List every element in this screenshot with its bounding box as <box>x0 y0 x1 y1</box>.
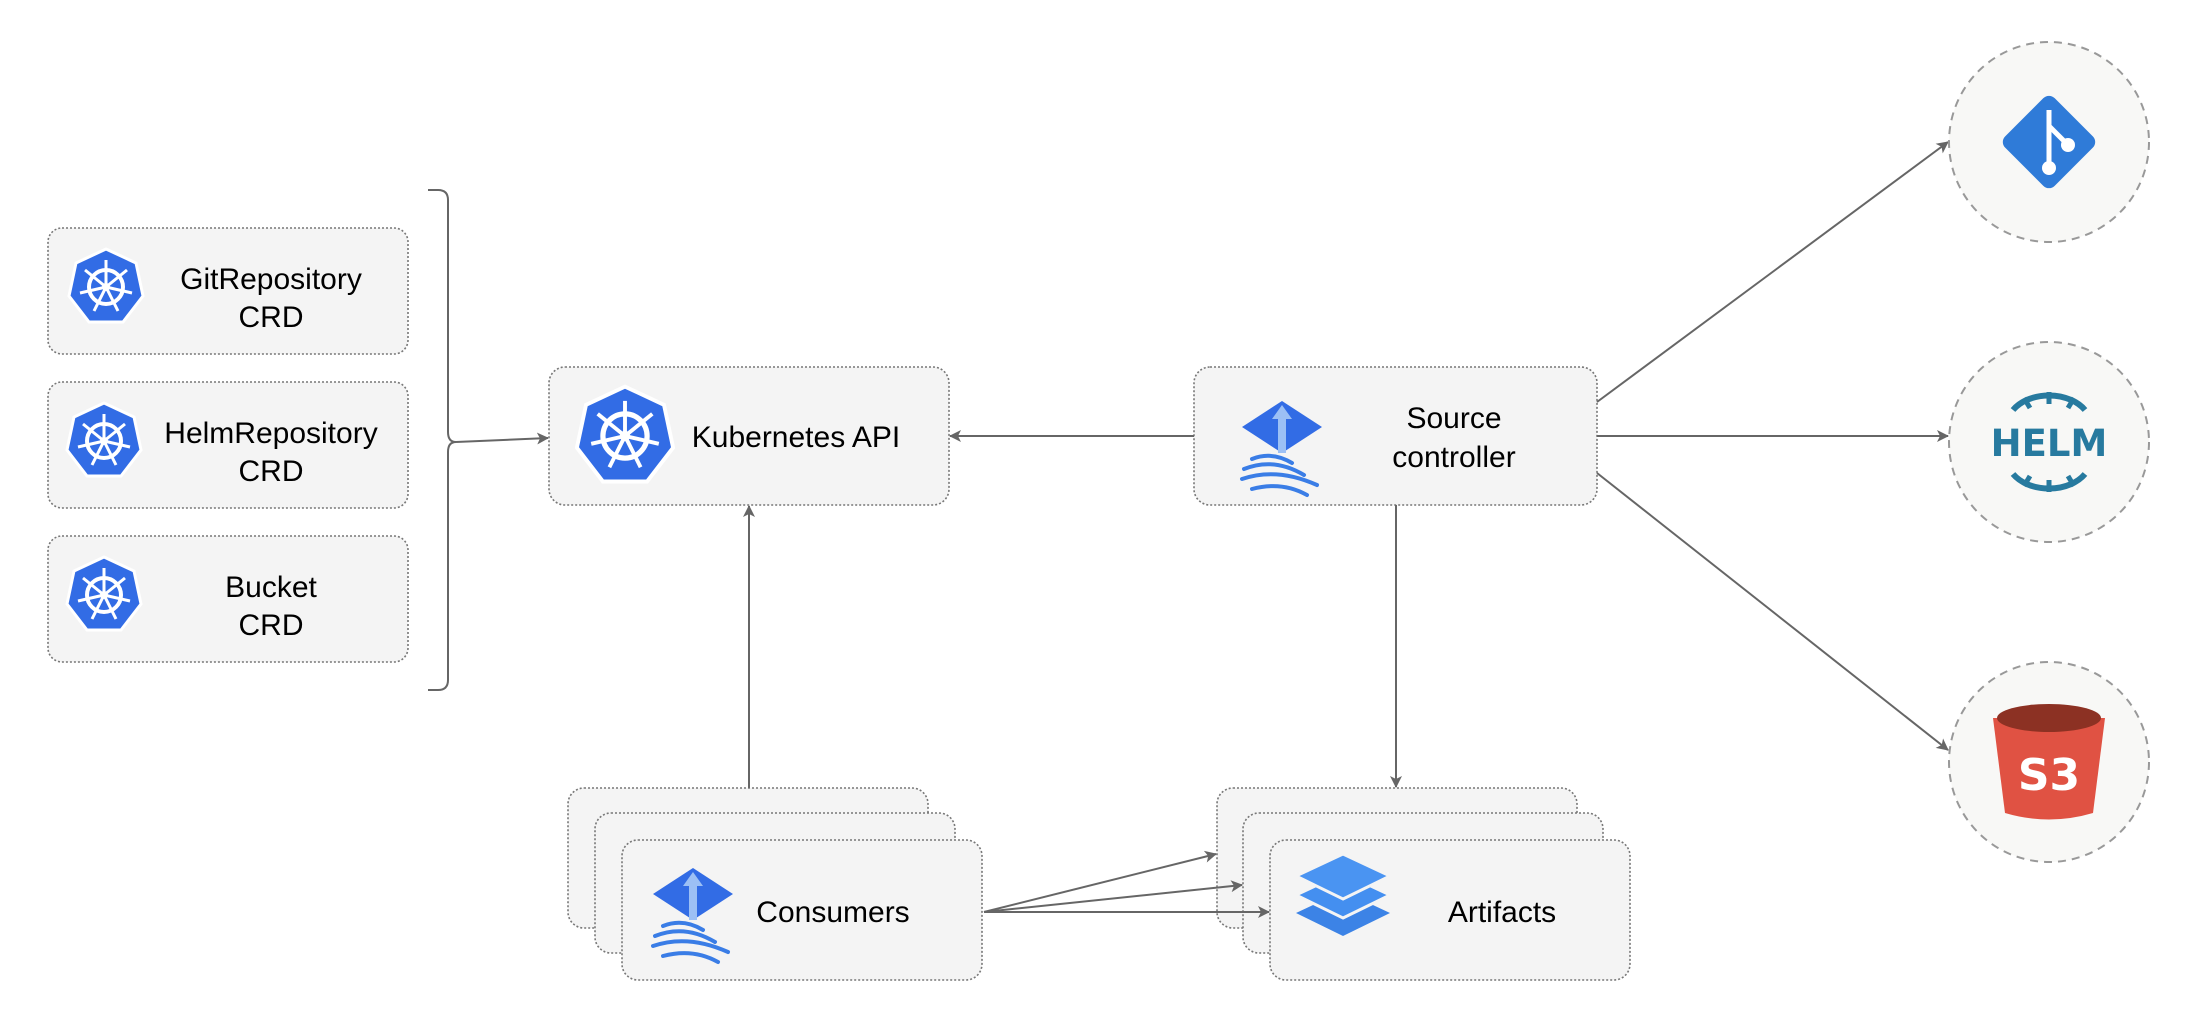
helm-icon: HELM <box>1991 392 2108 492</box>
crd-box-helmrepository[interactable]: HelmRepository CRD <box>47 381 409 509</box>
source-controller-sublabel: controller <box>1392 441 1515 474</box>
edge-consumers-to-artifacts-1 <box>983 850 1217 913</box>
kubernetes-api-node[interactable]: Kubernetes API <box>548 366 950 506</box>
crd-box-gitrepository[interactable]: GitRepository CRD <box>47 227 409 355</box>
crd-label: HelmRepository <box>164 417 377 450</box>
consumers-node[interactable]: Consumers <box>567 787 983 981</box>
s3-source[interactable]: S3 <box>1948 661 2150 863</box>
s3-bucket-icon: S3 <box>1993 704 2105 820</box>
source-controller-node[interactable]: Source controller <box>1193 366 1598 506</box>
edge-source-to-s3 <box>1596 472 1949 751</box>
layers-icon <box>1292 852 1394 936</box>
kubernetes-icon <box>67 247 145 324</box>
crd-sublabel: CRD <box>239 301 304 334</box>
grouping-brace <box>428 189 457 691</box>
crd-label: Bucket <box>225 571 317 604</box>
consumers-label: Consumers <box>756 896 909 929</box>
git-icon <box>2002 95 2096 189</box>
git-source[interactable] <box>1948 41 2150 243</box>
kubernetes-icon <box>65 555 143 632</box>
crd-box-bucket[interactable]: Bucket CRD <box>47 535 409 663</box>
artifacts-label: Artifacts <box>1448 896 1556 929</box>
kubernetes-icon <box>65 401 143 478</box>
source-controller-label: Source <box>1406 402 1501 435</box>
helm-source[interactable]: HELM <box>1948 341 2150 543</box>
crd-sublabel: CRD <box>239 455 304 488</box>
edge-consumers-to-artifacts-2 <box>983 880 1243 913</box>
crd-sublabel: CRD <box>239 609 304 642</box>
kubernetes-icon <box>577 387 673 482</box>
kubernetes-api-label: Kubernetes API <box>692 421 900 454</box>
crd-label: GitRepository <box>180 263 362 296</box>
edge-source-to-git <box>1596 141 1949 403</box>
s3-logo-text: S3 <box>2018 750 2080 801</box>
artifacts-node[interactable]: Artifacts <box>1216 787 1631 981</box>
helm-logo-text: HELM <box>1991 422 2108 465</box>
edge-crds-to-api <box>455 432 549 445</box>
